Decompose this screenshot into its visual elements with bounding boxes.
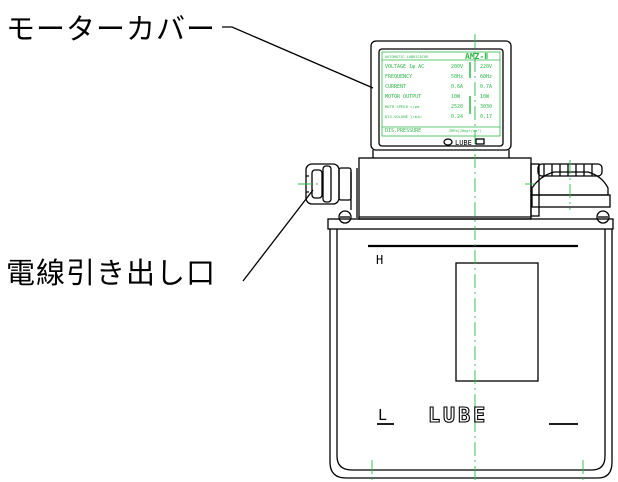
plate-row-v1: 0.6A <box>451 84 463 90</box>
tank-brand: LUBE <box>428 403 488 427</box>
plate-row-v1: 50Hz <box>451 74 463 80</box>
filler-cap <box>531 163 611 208</box>
nameplate-heading: AUTOMATIC LUBRICATOR <box>385 55 429 59</box>
nameplate-frame <box>381 51 501 137</box>
nameplate: AUTOMATIC LUBRICATOR AMZ-Ⅱ VOLTAGE 1φ AC… <box>385 52 492 134</box>
plate-row-label: FREQUENCY <box>385 74 412 80</box>
high-level-mark: H <box>376 253 383 267</box>
plate-row-v1: 2MPa(20kgf/cm²) <box>449 129 481 133</box>
plate-row-label: DIS.PRESSURE <box>385 128 421 134</box>
motor-cover <box>370 40 512 158</box>
motor-cover-leader <box>222 26 374 89</box>
cable-outlet-leader <box>242 189 314 282</box>
plate-row-label: VOLTAGE 1φ AC <box>385 64 424 70</box>
plate-row-v2: 60Hz <box>480 74 492 80</box>
low-level-mark: L <box>378 406 387 424</box>
lube-logo-mark <box>443 138 453 146</box>
motor-cover-callout: モーターカバー <box>6 12 217 46</box>
plate-row-label: MOTOR OUTPUT <box>385 94 421 100</box>
oil-tank <box>329 229 613 479</box>
cable-gland <box>305 163 352 205</box>
plate-row-v2: 0.7A <box>480 84 492 90</box>
plate-row-v1: 10W <box>451 94 461 100</box>
plate-row-label: CURRENT <box>385 84 406 90</box>
plate-row-v1: 0.24 <box>451 114 463 120</box>
cable-outlet-callout: 電線引き出し口 <box>6 256 217 290</box>
lube-logo-tag <box>475 138 485 145</box>
plate-row-v2: 0.17 <box>480 114 492 120</box>
tank-flange <box>327 210 614 230</box>
plate-row-v1: 200V <box>451 64 463 70</box>
plate-row-v2: 10W <box>480 94 490 100</box>
plate-row-v1: 2520 <box>451 104 463 110</box>
plate-row-v2: 3030 <box>480 104 492 110</box>
plate-row-label: DIS.VOLUME l/min <box>385 114 422 119</box>
plate-row-v2: 220V <box>480 64 492 70</box>
plate-row-label: MOTR SPEED r/pm <box>385 104 420 109</box>
middle-housing <box>350 157 540 220</box>
nameplate-model: AMZ-Ⅱ <box>465 52 488 61</box>
cover-brand: LUBE <box>455 139 472 147</box>
